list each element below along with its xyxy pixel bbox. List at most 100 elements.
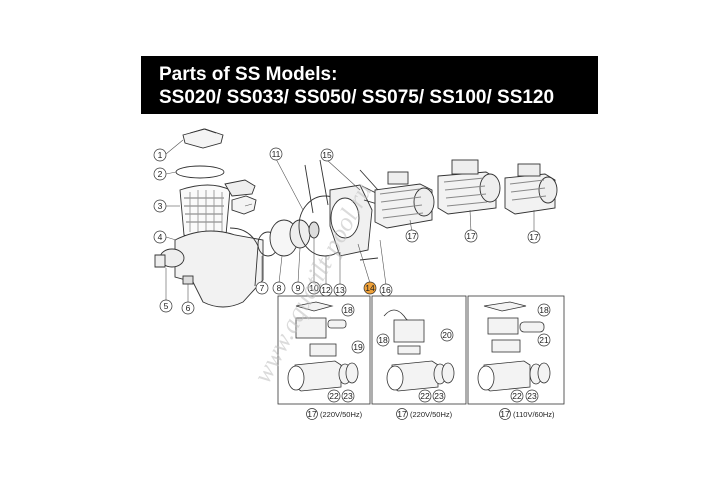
variant-box-2 xyxy=(371,295,467,405)
callout-circle xyxy=(320,148,334,162)
callout-number: 22 xyxy=(329,391,339,401)
callout-5: 5 xyxy=(159,299,173,313)
callout-23: 23 xyxy=(525,389,539,403)
callout-13: 13 xyxy=(333,283,347,297)
callout-number: 23 xyxy=(343,391,353,401)
callout-number: 4 xyxy=(158,232,163,242)
callout-2: 2 xyxy=(153,167,167,181)
callout-22: 22 xyxy=(327,389,341,403)
callout-circle xyxy=(319,283,333,297)
callout-number: 7 xyxy=(260,283,265,293)
callout-8: 8 xyxy=(272,281,286,295)
callout-15: 15 xyxy=(320,148,334,162)
callout-18: 18 xyxy=(376,333,390,347)
callout-number: 11 xyxy=(272,149,281,159)
callout-circle xyxy=(376,333,390,347)
callout-number: 17 xyxy=(407,231,417,241)
variant-voltage: (110V/60Hz) xyxy=(513,410,555,419)
callout-circle xyxy=(272,281,286,295)
callout-number: 5 xyxy=(164,301,169,311)
callout-circle xyxy=(525,389,539,403)
callout-circle xyxy=(351,340,365,354)
callout-circle xyxy=(510,389,524,403)
title-line-1: Parts of SS Models: xyxy=(159,64,338,85)
variant-number: 17 xyxy=(397,409,407,419)
title-banner: Parts of SS Models: SS020/ SS033/ SS050/… xyxy=(141,56,598,114)
callout-18: 18 xyxy=(537,303,551,317)
callout-23: 23 xyxy=(341,389,355,403)
callout-21: 21 xyxy=(537,333,551,347)
variant-box-3 xyxy=(467,295,565,405)
callout-circle xyxy=(363,281,377,295)
callout-circle xyxy=(153,148,167,162)
callout-circle xyxy=(341,389,355,403)
callout-circle xyxy=(527,230,541,244)
callout-number: 2 xyxy=(158,169,163,179)
callout-17: 17 xyxy=(527,230,541,244)
callout-number: 17 xyxy=(529,232,539,242)
callout-number: 8 xyxy=(277,283,282,293)
callout-number: 1 xyxy=(158,150,163,160)
callout-1: 1 xyxy=(153,148,167,162)
callout-number: 19 xyxy=(353,342,363,352)
callout-circle xyxy=(181,301,195,315)
title-line-2: SS020/ SS033/ SS050/ SS075/ SS100/ SS120 xyxy=(159,87,555,108)
variant-number: 17 xyxy=(500,409,510,419)
callout-number: 9 xyxy=(296,283,301,293)
callout-circle xyxy=(153,230,167,244)
callout-circle xyxy=(405,229,419,243)
variant-voltage: (220V/50Hz) xyxy=(320,410,363,419)
callout-number: 22 xyxy=(420,391,430,401)
callout-17: 17 xyxy=(464,229,478,243)
callout-16: 16 xyxy=(379,283,393,297)
callout-number: 15 xyxy=(322,150,332,160)
callout-number: 23 xyxy=(527,391,537,401)
callout-circle xyxy=(432,389,446,403)
callout-circle xyxy=(153,199,167,213)
callout-22: 22 xyxy=(510,389,524,403)
callout-number: 6 xyxy=(186,303,191,313)
callout-number: 22 xyxy=(512,391,522,401)
callout-22: 22 xyxy=(418,389,432,403)
callout-circle xyxy=(255,281,269,295)
callout-circle xyxy=(159,299,173,313)
callout-number: 18 xyxy=(378,335,388,345)
callout-number: 13 xyxy=(335,285,345,295)
callout-number: 23 xyxy=(434,391,444,401)
callout-23: 23 xyxy=(432,389,446,403)
pump-drawing xyxy=(154,128,558,308)
callout-number: 18 xyxy=(343,305,353,315)
callout-circle xyxy=(327,389,341,403)
callout-9: 9 xyxy=(291,281,305,295)
callout-circle xyxy=(537,333,551,347)
callout-number: 10 xyxy=(309,283,319,293)
variant-voltage: (220V/50Hz) xyxy=(410,410,453,419)
callout-number: 12 xyxy=(321,285,331,295)
callout-6: 6 xyxy=(181,301,195,315)
callout-number: 3 xyxy=(158,201,163,211)
callout-circle xyxy=(418,389,432,403)
callout-circle xyxy=(291,281,305,295)
callout-number: 20 xyxy=(442,330,452,340)
callout-17: 17 xyxy=(405,229,419,243)
callout-7: 7 xyxy=(255,281,269,295)
callout-circle xyxy=(269,147,283,161)
callout-14: 14 xyxy=(363,281,377,295)
callout-circle xyxy=(464,229,478,243)
callout-4: 4 xyxy=(153,230,167,244)
callout-11: 11 xyxy=(269,147,283,161)
variant-drawings xyxy=(287,301,551,392)
callout-20: 20 xyxy=(440,328,454,342)
callout-number: 16 xyxy=(381,285,391,295)
leader-lines xyxy=(165,139,535,303)
callout-18: 18 xyxy=(341,303,355,317)
callout-circle xyxy=(341,303,355,317)
variant-number: 17 xyxy=(307,409,317,419)
variant-captions: 17 (220V/50Hz) 17 (220V/50Hz) 17 (110V/6… xyxy=(306,408,555,420)
callout-19: 19 xyxy=(351,340,365,354)
callout-circle xyxy=(440,328,454,342)
callout-circle xyxy=(537,303,551,317)
callout-12: 12 xyxy=(319,283,333,297)
